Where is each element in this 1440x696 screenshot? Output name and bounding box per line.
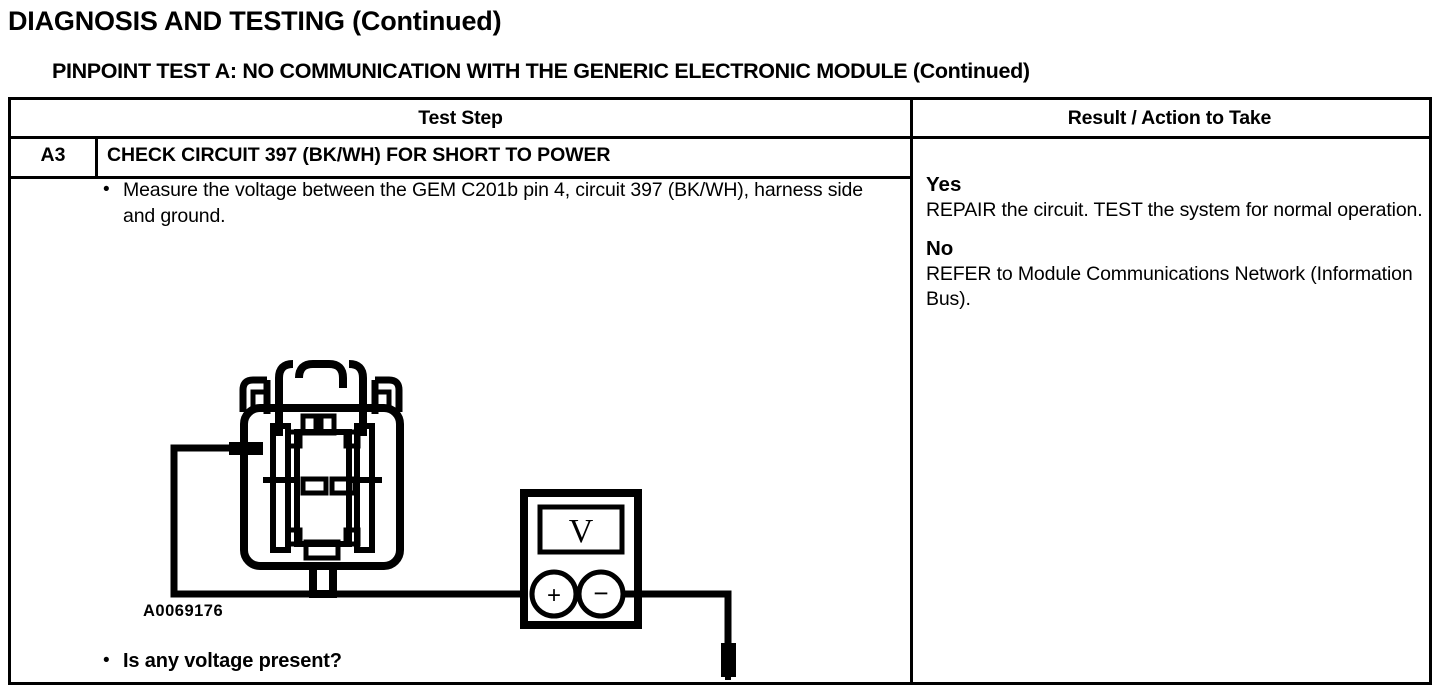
question-bullet-row: • Is any voltage present? [103, 648, 803, 674]
pinpoint-test-table: Test Step Result / Action to Take A3 CHE… [8, 97, 1432, 685]
svg-text:−: − [593, 578, 608, 608]
step-code: A3 [40, 144, 66, 166]
figure-id-label: A0069176 [143, 602, 224, 620]
pinpoint-test-subtitle: PINPOINT TEST A: NO COMMUNICATION WITH T… [52, 59, 1030, 83]
question-text: Is any voltage present? [123, 650, 342, 672]
test-diagram: V + − [11, 180, 910, 680]
column-header-test-step: Test Step [418, 107, 503, 129]
ground-lead [622, 590, 732, 644]
voltmeter-display [537, 504, 625, 555]
svg-text:+: + [547, 582, 561, 609]
result-no-label: No [926, 237, 954, 260]
column-header-result-action: Result / Action to Take [1067, 107, 1272, 129]
result-yes-label: Yes [926, 173, 962, 196]
bullet-icon: • [103, 650, 110, 671]
ground-probe-icon [721, 643, 736, 677]
gem-connector-c201b [239, 360, 404, 598]
column-divider [910, 100, 913, 682]
test-lead-wire [170, 444, 524, 598]
ground-symbol-icon [725, 677, 731, 680]
step-code-divider [95, 136, 98, 176]
voltmeter: V + − [520, 489, 642, 629]
page-title: DIAGNOSIS AND TESTING (Continued) [8, 6, 502, 36]
result-action-cell: Yes REPAIR the circuit. TEST the system … [926, 172, 1426, 312]
voltmeter-display-value: V [569, 513, 594, 550]
positive-terminal-icon [529, 569, 579, 619]
result-yes-text: REPAIR the circuit. TEST the system for … [926, 199, 1423, 221]
voltmeter-body [520, 489, 642, 629]
instruction-text: Measure the voltage between the GEM C201… [123, 179, 863, 227]
header-divider [11, 136, 1429, 139]
connector-body [240, 404, 404, 570]
instruction-bullet-row: • Measure the voltage between the GEM C2… [103, 177, 893, 229]
step-title: CHECK CIRCUIT 397 (BK/WH) FOR SHORT TO P… [107, 144, 611, 166]
result-no-text: REFER to Module Communications Network (… [926, 263, 1413, 310]
bullet-icon: • [103, 179, 110, 200]
step-row-divider [11, 176, 910, 179]
